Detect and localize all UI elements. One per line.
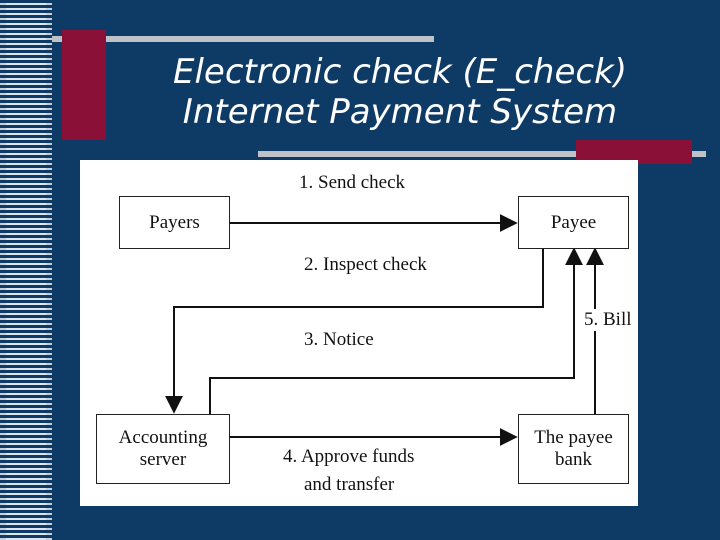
node-payee-bank-line1: The payee	[534, 427, 613, 448]
left-stripe-inner-decoration	[6, 0, 46, 540]
node-payee-bank-line2: bank	[555, 449, 592, 470]
diagram-panel: Payers Payee Accounting server The payee…	[80, 160, 638, 506]
maroon-accent-block-top	[62, 30, 106, 140]
node-payee: Payee	[518, 196, 629, 249]
slide-title-line1: Electronic check (E_check)	[172, 52, 628, 92]
edge-label-approve-line2: and transfer	[304, 474, 395, 495]
slide-title-line2: Internet Payment System	[182, 92, 618, 132]
diagram-edges	[165, 214, 604, 446]
edge-label-send-check: 1. Send check	[299, 172, 406, 193]
slide-title: Electronic check (E_check) Internet Paym…	[120, 52, 680, 132]
node-accounting-server: Accounting server	[96, 414, 230, 484]
node-payee-label: Payee	[550, 211, 597, 233]
top-divider-line	[52, 36, 434, 42]
node-payers-label: Payers	[149, 211, 200, 233]
edge-inspect-check	[165, 247, 544, 414]
edge-notice	[209, 247, 583, 414]
edge-label-bill: 5. Bill	[582, 309, 634, 331]
edge-label-approve-line1: 4. Approve funds	[283, 446, 415, 467]
edge-label-notice: 3. Notice	[304, 329, 374, 350]
node-payee-bank: The payee bank	[518, 414, 629, 484]
node-accounting-server-line2: server	[139, 449, 187, 470]
right-divider-line	[258, 151, 706, 157]
node-payers: Payers	[119, 196, 230, 249]
edge-label-inspect-check: 2. Inspect check	[304, 254, 427, 275]
node-accounting-server-line1: Accounting	[118, 427, 208, 448]
